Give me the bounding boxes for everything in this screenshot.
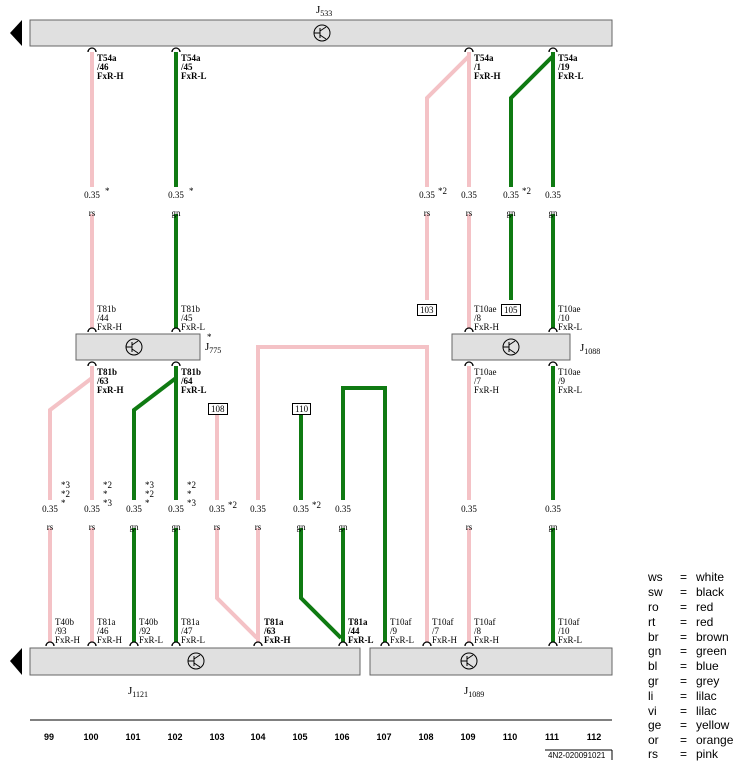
column-number: 102 [167, 732, 183, 742]
wire-note: *3*2* [145, 480, 154, 508]
j1121-label: J1121 [128, 685, 148, 700]
wire-note: * [105, 186, 110, 196]
wire-note: *2**3 [187, 480, 196, 508]
j533-bar [29, 19, 613, 47]
connector-pins [45, 47, 558, 647]
j1088-bar [451, 333, 571, 361]
j1089-bar [369, 647, 613, 676]
j1088-label: J1088 [580, 342, 601, 357]
column-number: 107 [376, 732, 392, 742]
wire-note: *2 [228, 500, 237, 510]
j775-label: J775 [205, 341, 222, 356]
column-number: 104 [250, 732, 266, 742]
transistor-icon [125, 338, 143, 356]
column-number: 99 [43, 732, 54, 742]
column-number: 101 [125, 732, 141, 742]
column-number: 108 [418, 732, 434, 742]
transistor-icon [502, 338, 520, 356]
doc-id: 4N2-020091021 [548, 751, 606, 760]
column-number: 103 [209, 732, 225, 742]
wire-note: *2**3 [103, 480, 112, 508]
ref-box-103[interactable]: 103 [417, 304, 437, 316]
j533-arrow [10, 20, 22, 46]
column-number: 111 [544, 732, 560, 742]
column-number: 109 [460, 732, 476, 742]
ref-box-105[interactable]: 105 [501, 304, 521, 316]
wire-note: *2 [522, 186, 531, 196]
green-wires [132, 52, 555, 642]
column-number: 106 [334, 732, 350, 742]
transistor-icon [313, 24, 331, 42]
wire-note: *3*2* [61, 480, 70, 508]
j1121-bar [29, 647, 361, 676]
j1089-label: J1089 [464, 685, 485, 700]
j775-note: * [207, 332, 212, 342]
wire-note: *2 [438, 186, 447, 196]
column-number: 112 [586, 732, 602, 742]
ref-box-110[interactable]: 110 [292, 403, 312, 415]
column-number: 105 [292, 732, 308, 742]
column-number: 110 [502, 732, 518, 742]
column-number: 100 [83, 732, 99, 742]
pink-wires [48, 52, 471, 642]
transistor-icon [187, 652, 205, 670]
j775-bar [75, 333, 201, 361]
ref-box-108[interactable]: 108 [208, 403, 228, 415]
j1121-arrow [10, 648, 22, 675]
j533-label: J533 [316, 4, 333, 19]
wire-note: *2 [312, 500, 321, 510]
transistor-icon [460, 652, 478, 670]
wire-note: * [189, 186, 194, 196]
